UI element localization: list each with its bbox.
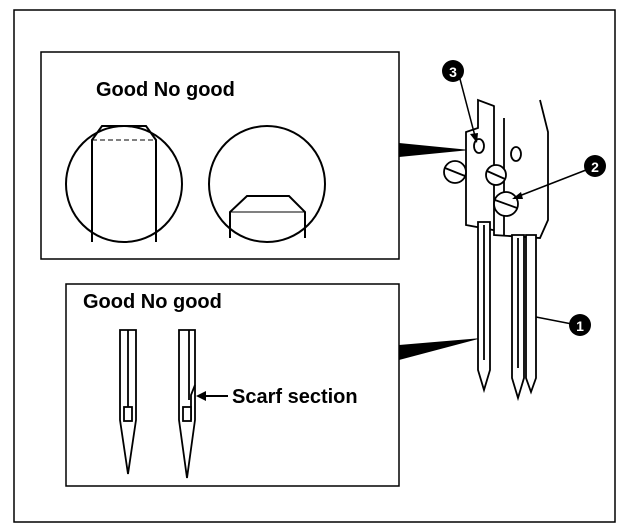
bottom-panel-pointer	[399, 338, 482, 360]
callout-2: 2	[512, 155, 606, 199]
bottom-panel: Good No good Scarf section	[65, 283, 482, 487]
svg-text:3: 3	[449, 64, 457, 80]
needle-bar-assembly	[443, 98, 549, 402]
scarf-pointer-arrow	[196, 391, 228, 401]
nogood-needle-tip-circle	[208, 125, 326, 243]
top-panel-heading: Good No good	[96, 79, 235, 101]
bottom-panel-heading: Good No good	[83, 291, 222, 313]
svg-text:1: 1	[576, 318, 584, 334]
top-panel: Good No good	[40, 51, 470, 260]
nogood-needle	[178, 329, 196, 479]
callout-1: 1	[535, 314, 591, 336]
good-needle-tip-circle	[65, 125, 183, 243]
scarf-section-label: Scarf section	[232, 386, 358, 408]
svg-text:2: 2	[591, 159, 599, 175]
good-needle	[119, 329, 137, 475]
top-panel-pointer	[399, 143, 470, 157]
bottom-panel-box	[65, 283, 400, 487]
callout-3: 3	[442, 60, 478, 143]
